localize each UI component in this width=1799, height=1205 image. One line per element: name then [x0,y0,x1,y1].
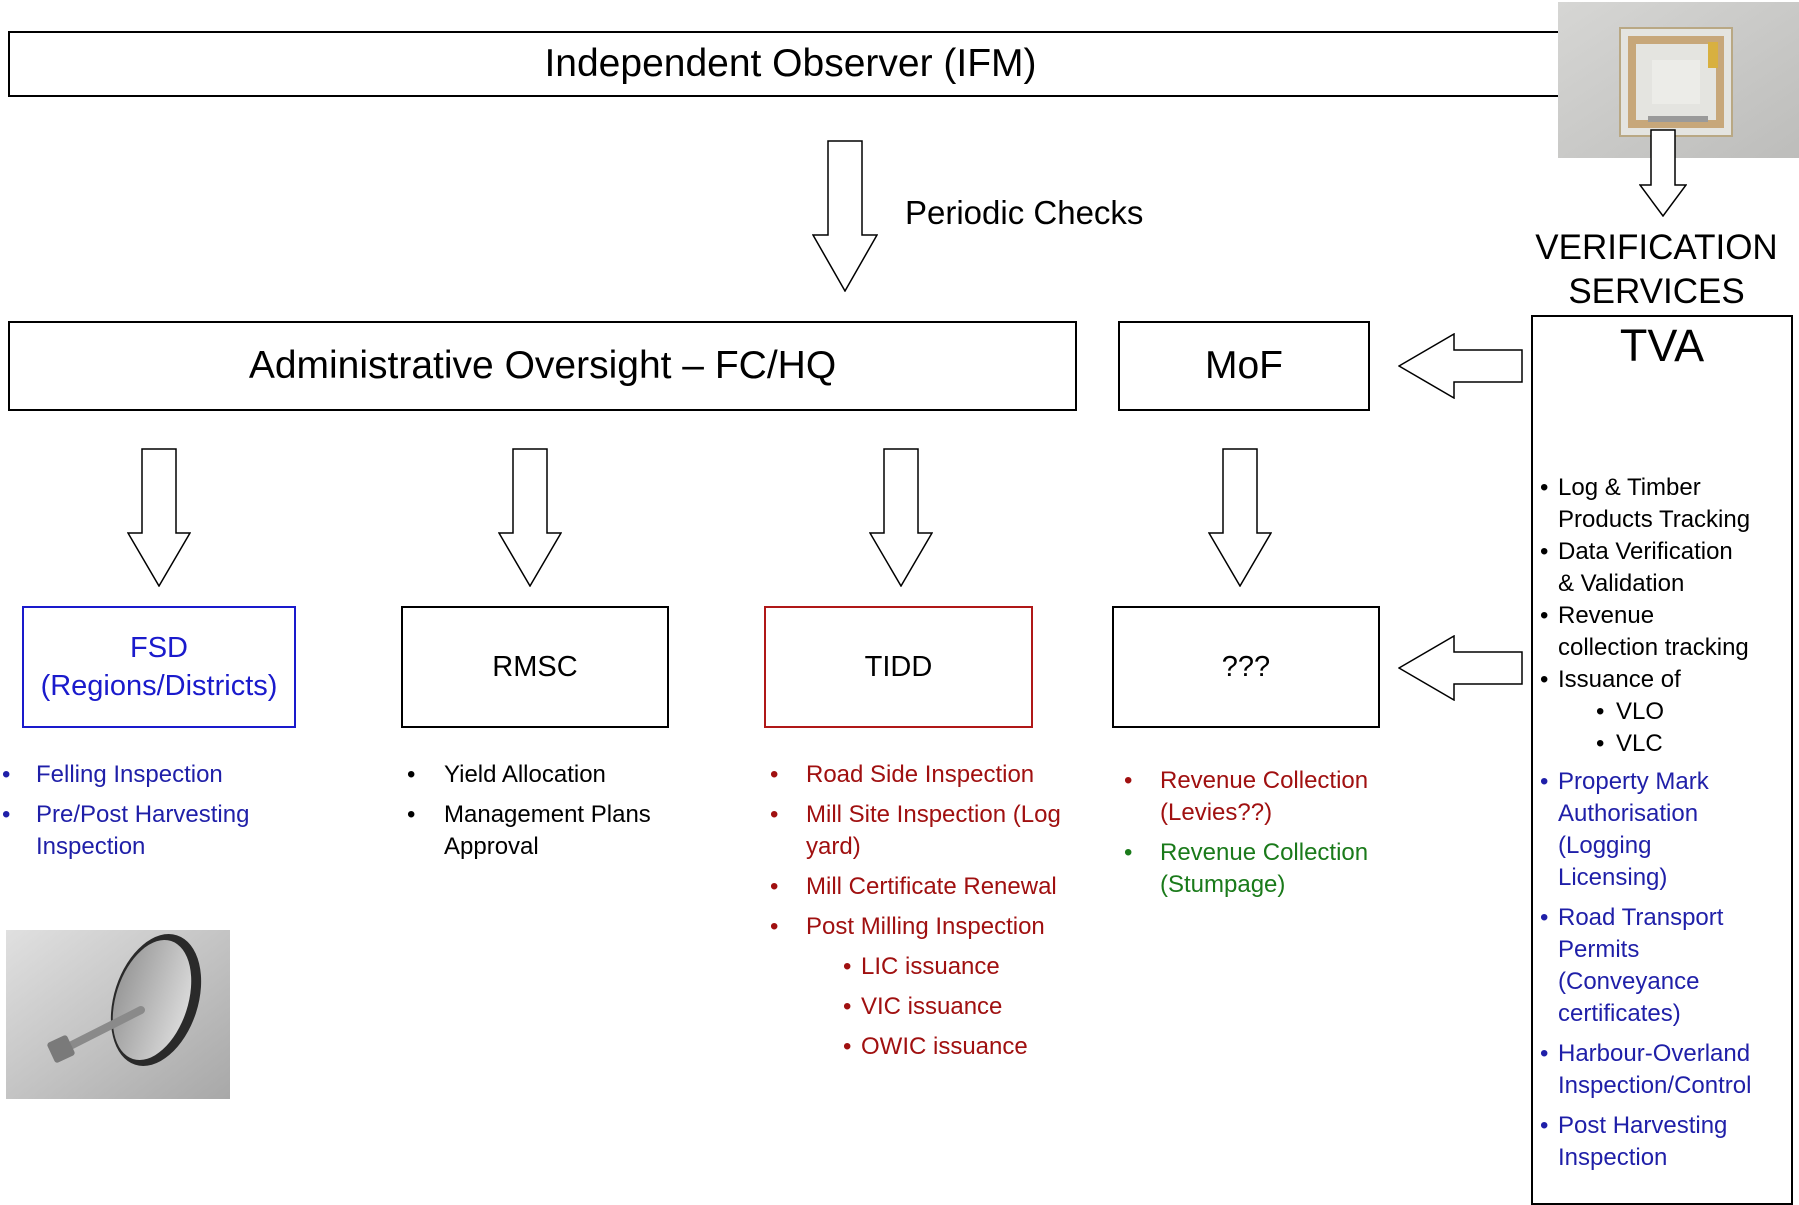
periodic-checks-arrow [812,140,878,292]
tidd-item-road-side: • Road Side Inspection [770,761,1035,788]
tva-item-issuance: • Issuance of [1540,666,1681,693]
rmsc-item-yield: • Yield Allocation [407,761,606,788]
tidd-sub-owic: • OWIC issuance [843,1033,1028,1060]
arrow-to-rmsc [498,448,562,587]
unknown-item-stumpage: • Revenue Collection(Stumpage) [1124,839,1369,898]
unknown-unit-list: • Revenue Collection(Levies??) • Revenue… [1122,765,1422,901]
tva-sub-item-vlc: • VLC [1596,730,1663,757]
tva-to-unknown-arrow [1398,635,1523,701]
administrative-oversight-label: Administrative Oversight – FC/HQ [248,344,837,387]
tva-item-data-verification: • Data Verification& Validation [1540,538,1733,597]
unknown-item-levies: • Revenue Collection(Levies??) [1124,767,1369,826]
arrow-to-fsd [127,448,191,587]
tidd-box: TIDD [764,606,1033,728]
tva-sub-item-vlo: • VLO [1596,698,1665,725]
fsd-list: • Felling Inspection • Pre/Post Harvesti… [0,759,330,863]
unknown-unit-box: ??? [1112,606,1380,728]
rmsc-label: RMSC [492,650,578,683]
arrow-to-tidd [869,448,933,587]
independent-observer-label: Independent Observer (IFM) [544,42,1037,85]
fsd-label: FSD [130,632,188,664]
fsd-box: FSD (Regions/Districts) [22,606,296,728]
rmsc-box: RMSC [401,606,669,728]
tidd-list: • Road Side Inspection • Mill Site Inspe… [768,759,1108,1063]
arrow-to-unknown [1208,448,1272,587]
tidd-item-mill-certificate: • Mill Certificate Renewal [770,873,1057,900]
administrative-oversight-box: Administrative Oversight – FC/HQ [8,321,1077,411]
nail-tag-photo [6,930,230,1099]
tidd-label: TIDD [864,650,933,683]
independent-observer-box: Independent Observer (IFM) [8,31,1573,97]
mof-box: MoF [1118,321,1370,411]
unknown-unit-label: ??? [1221,650,1271,683]
tva-box [1531,315,1793,1205]
tidd-item-post-milling: • Post Milling Inspection [770,913,1045,940]
mof-label: MoF [1205,344,1283,387]
verification-down-arrow [1639,129,1687,217]
periodic-checks-label: Periodic Checks [905,194,1144,231]
rfid-tag-photo [1558,2,1799,158]
tva-to-mof-arrow [1398,333,1523,399]
tidd-sub-lic: • LIC issuance [843,953,1000,980]
tva-title: TVA [1619,320,1705,371]
fsd-item-felling: • Felling Inspection [2,761,223,788]
fsd-sublabel: (Regions/Districts) [40,670,278,702]
tidd-sub-vic: • VIC issuance [843,993,1003,1020]
verification-services-label: VERIFICATION SERVICES [1535,228,1778,311]
